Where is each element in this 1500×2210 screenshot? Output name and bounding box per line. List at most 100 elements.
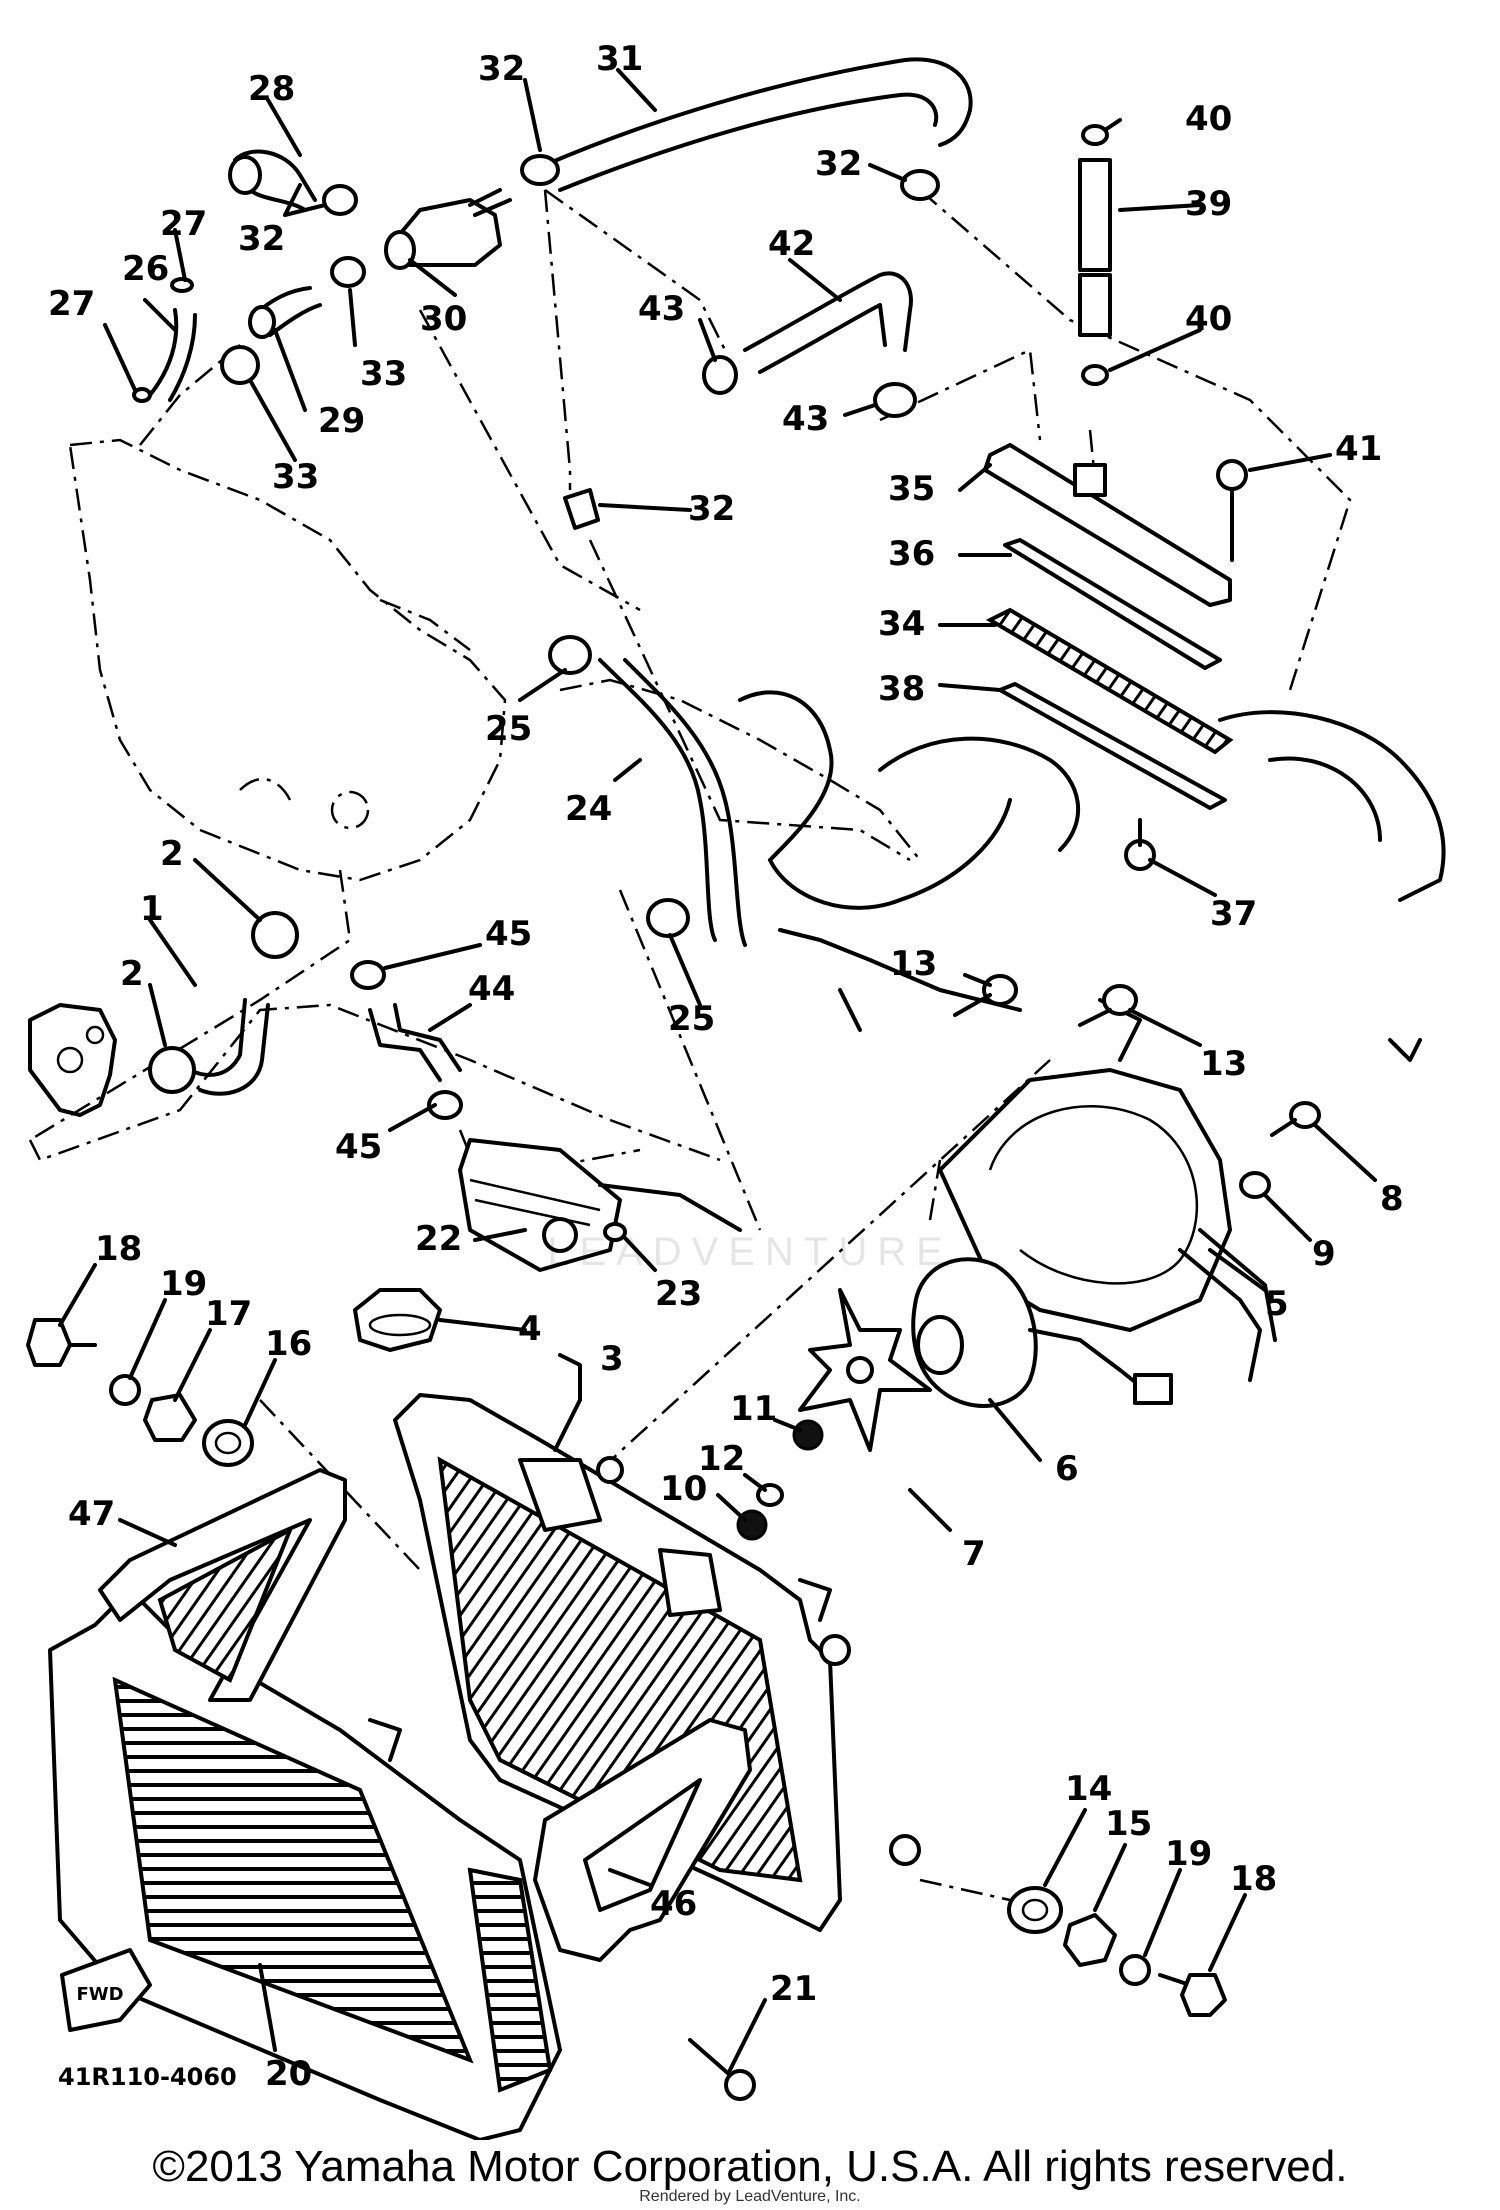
- radiator-guard-47: [98, 1468, 347, 1702]
- callout-15: 15: [1105, 1804, 1152, 1844]
- callout-18-a: 18: [95, 1229, 142, 1269]
- gasket-38: [998, 682, 1227, 810]
- hose-clamp-45: [350, 960, 463, 1120]
- callout-33-a: 33: [360, 354, 407, 394]
- gasket-36: [1003, 538, 1222, 670]
- callout-17: 17: [205, 1294, 252, 1334]
- callout-13-a: 13: [890, 944, 937, 984]
- radiator-guard-46: [533, 1718, 752, 1962]
- callout-40-a: 40: [1185, 99, 1232, 139]
- bolt-18-left: [26, 1318, 97, 1367]
- hose-clamp-32-mid: [563, 488, 600, 530]
- callout-26: 26: [122, 249, 169, 289]
- callout-16: 16: [265, 1324, 312, 1364]
- callout-38: 38: [878, 669, 925, 709]
- callout-42: 42: [768, 224, 815, 264]
- callout-13-b: 13: [1200, 1044, 1247, 1084]
- callout-33-b: 33: [272, 457, 319, 497]
- hose-24: [598, 658, 747, 947]
- callout-34: 34: [878, 604, 925, 644]
- bolt-41: [1216, 459, 1248, 562]
- callout-10: 10: [660, 1469, 707, 1509]
- callout-45-b: 45: [335, 1127, 382, 1167]
- callout-4: 4: [518, 1309, 542, 1349]
- hose-clamp-25: [548, 635, 690, 938]
- callout-5: 5: [1265, 1284, 1289, 1324]
- callout-32-b: 32: [815, 144, 862, 184]
- callout-23: 23: [655, 1274, 702, 1314]
- callout-22: 22: [415, 1219, 462, 1259]
- collar-17: [143, 1393, 197, 1442]
- callout-44: 44: [468, 969, 515, 1009]
- callout-7: 7: [962, 1534, 986, 1574]
- callout-2-b: 2: [120, 954, 144, 994]
- callout-21: 21: [770, 1969, 817, 2009]
- bolt-8: [1270, 1101, 1321, 1137]
- callout-9: 9: [1312, 1234, 1336, 1274]
- hose-28: [228, 149, 317, 212]
- reservoir-tank-22: [458, 1138, 742, 1272]
- frame-outline: [559, 678, 1446, 1062]
- callout-19-b: 19: [1165, 1834, 1212, 1874]
- callout-31: 31: [596, 39, 643, 79]
- hose-clamp-33-upper: [330, 256, 366, 288]
- bolt-18-right: [1158, 1973, 1227, 2017]
- callout-27-a: 27: [160, 204, 207, 244]
- hose-clamp-32-right: [900, 169, 940, 201]
- bolt-21: [688, 2038, 756, 2101]
- callout-leaders: [58, 68, 1377, 2072]
- callout-11: 11: [730, 1389, 777, 1429]
- callout-12: 12: [698, 1439, 745, 1479]
- engine-cylinder-head-outline: [68, 438, 507, 882]
- clip-40: [1081, 124, 1109, 386]
- bolt-37: [1124, 818, 1156, 871]
- radiator-cap-4: [353, 1288, 442, 1352]
- hose-29: [248, 286, 322, 339]
- callout-29: 29: [318, 401, 365, 441]
- fan-blade-7: [798, 1288, 932, 1452]
- clip-27: [132, 277, 194, 403]
- clip-23: [603, 1222, 627, 1242]
- hose-31: [543, 57, 973, 192]
- washer-19-left: [109, 1374, 141, 1406]
- callout-36: 36: [888, 534, 935, 574]
- callout-41: 41: [1335, 429, 1382, 469]
- cover-35: [983, 443, 1232, 607]
- callout-43-b: 43: [782, 399, 829, 439]
- hose-26: [148, 308, 197, 402]
- callout-28: 28: [248, 69, 295, 109]
- radiator-hose-exploded-diagram: FWD: [26, 39, 1446, 2140]
- callout-47: 47: [68, 1494, 115, 1534]
- callout-25-a: 25: [485, 709, 532, 749]
- callout-37: 37: [1210, 894, 1257, 934]
- callout-27-b: 27: [48, 284, 95, 324]
- hose-clamp-2: [148, 911, 299, 1094]
- hose-clamp-33-lower: [220, 345, 260, 385]
- callout-14: 14: [1065, 1769, 1112, 1809]
- rendered-by-credit: Rendered by LeadVenture, Inc.: [639, 2188, 861, 2205]
- thermostat-housing-30: [384, 188, 512, 270]
- hose-44: [368, 1003, 462, 1082]
- fwd-arrow-tag: FWD: [60, 1948, 152, 2032]
- fwd-label: FWD: [76, 1984, 123, 2005]
- callout-43-a: 43: [638, 289, 685, 329]
- callout-1: 1: [140, 889, 164, 929]
- callout-32-d: 32: [688, 489, 735, 529]
- hose-1: [188, 998, 270, 1096]
- washer-19-right: [1119, 1954, 1151, 1986]
- radiator-cover-20: [48, 1588, 562, 2140]
- callout-labels: 28 32 31 40 39 32 42 40 43 43 27 32 30 2…: [48, 39, 1404, 2094]
- drawing-code: 41R110-4060: [58, 2063, 237, 2091]
- hose-clamp-32-left: [322, 184, 358, 216]
- callout-39: 39: [1185, 184, 1232, 224]
- callout-20: 20: [265, 2054, 312, 2094]
- callout-8: 8: [1380, 1179, 1404, 1219]
- water-pump-housing: [28, 1003, 117, 1117]
- callout-46: 46: [650, 1884, 697, 1924]
- callout-3: 3: [600, 1339, 624, 1379]
- callout-30: 30: [420, 299, 467, 339]
- callout-18-b: 18: [1230, 1859, 1277, 1899]
- copyright-footer: ©2013 Yamaha Motor Corporation, U.S.A. A…: [152, 2142, 1348, 2191]
- callout-6: 6: [1055, 1449, 1079, 1489]
- washer-9: [1239, 1171, 1271, 1199]
